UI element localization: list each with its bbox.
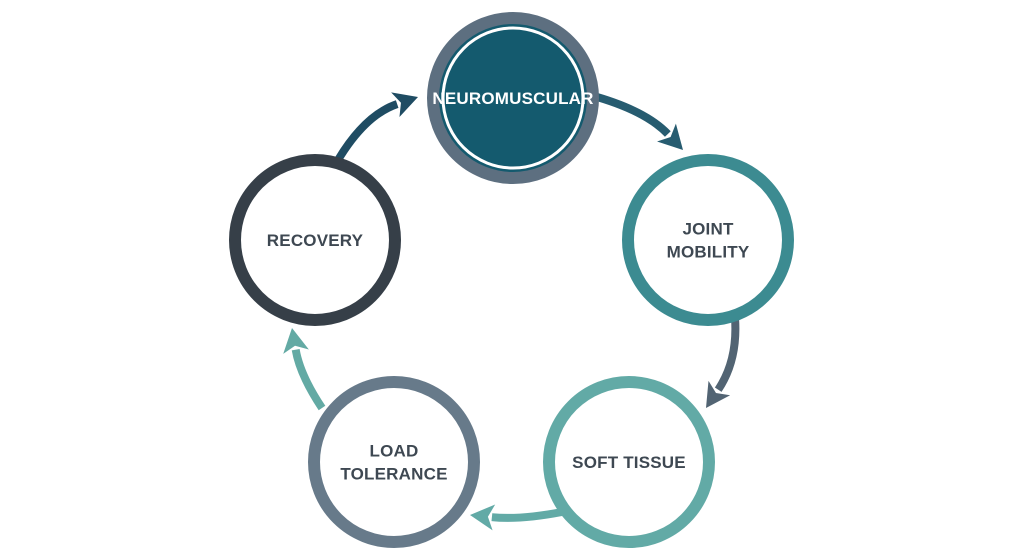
arrow-shaft: [334, 100, 399, 163]
arrow-shaft: [491, 508, 563, 522]
arrow-shaft: [588, 91, 671, 137]
node-label: NEUROMUSCULAR: [432, 89, 593, 108]
node-circle: [543, 376, 715, 548]
node-label: JOINT: [682, 220, 733, 239]
arrow-shaft: [291, 348, 326, 411]
node-label: TOLERANCE: [340, 465, 447, 484]
node-inner-ring: [441, 26, 585, 170]
node-label: LOAD: [370, 442, 419, 461]
node-circle: [308, 376, 480, 548]
node-label: RECOVERY: [267, 231, 364, 250]
node-recovery: RECOVERY: [229, 154, 401, 326]
arrow-head-icon: [706, 380, 731, 408]
arrow-load-tolerance-to-recovery: [283, 328, 326, 411]
arrow-head-icon: [391, 92, 418, 118]
node-circle: [229, 154, 401, 326]
node-load-tolerance: LOAD TOLERANCE: [308, 376, 480, 548]
node-circle: [622, 154, 794, 326]
arrow-head-icon: [283, 328, 309, 354]
arrow-neuromuscular-to-joint-mobility: [588, 91, 683, 150]
arrow-joint-mobility-to-soft-tissue: [706, 317, 740, 408]
arrow-soft-tissue-to-load-tolerance: [470, 504, 563, 531]
node-circle: [427, 12, 599, 184]
arrow-head-icon: [657, 123, 683, 150]
arrow-recovery-to-neuromuscular: [334, 92, 418, 163]
node-label: SOFT TISSUE: [572, 453, 686, 472]
arrow-shaft: [714, 317, 740, 392]
arrow-head-icon: [470, 504, 496, 531]
node-joint-mobility: JOINT MOBILITY: [622, 154, 794, 326]
node-neuromuscular: NEUROMUSCULAR: [427, 12, 599, 184]
arrows-layer: [283, 91, 740, 531]
nodes-layer: NEUROMUSCULAR JOINT MOBILITY SOFT TISSUE LOA…: [229, 12, 794, 548]
node-label: MOBILITY: [667, 243, 750, 262]
node-soft-tissue: SOFT TISSUE: [543, 376, 715, 548]
